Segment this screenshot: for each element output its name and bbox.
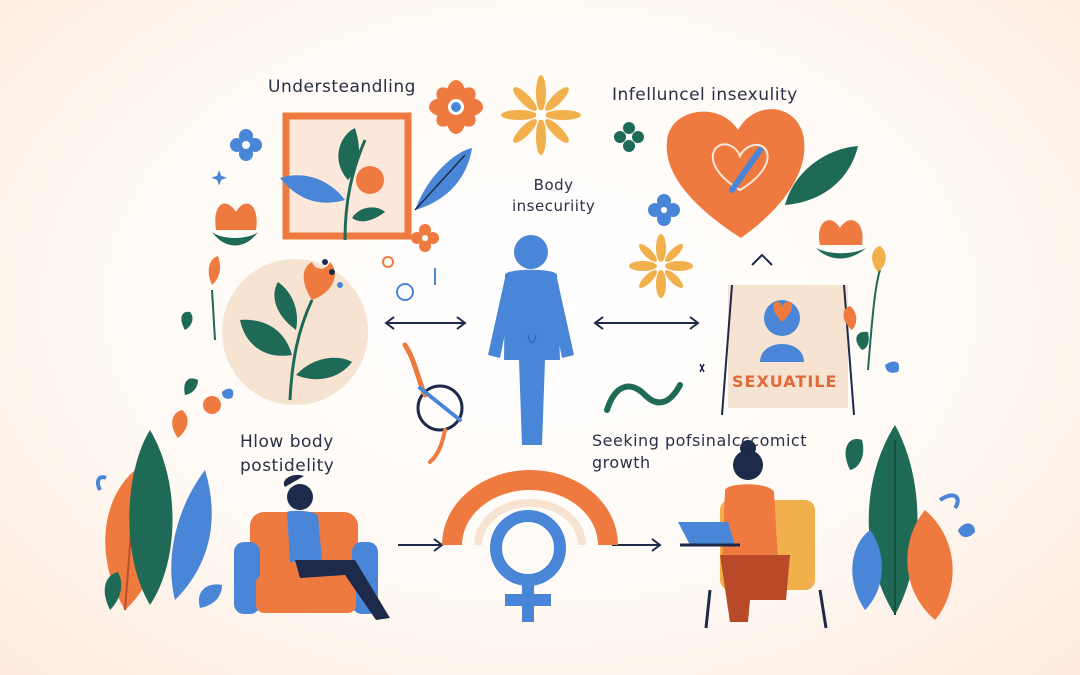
plant-circle [222,259,368,405]
heart-symbol [666,109,805,238]
bottom-arrow-left [398,538,444,552]
double-arrow-left [384,316,467,330]
female-symbol-icon [490,510,566,622]
bottom-right-plants [845,425,975,620]
label-how-body: Hlow body postidelity [240,430,334,478]
small-blue-flower-left [230,129,262,161]
sign-board [721,253,855,416]
abstract-doodle [402,342,464,464]
label-body-insecurity: Body insecuriity [512,175,595,217]
sparkle-icon [211,170,227,186]
bottom-left-plants [95,410,222,611]
label-seeking-line2: growth [592,453,651,472]
yellow-star-flower-top [501,75,581,155]
yellow-flower-right [629,234,693,298]
orange-flower-top [429,80,483,134]
right-margin-plant [843,246,900,373]
label-influence: Infelluncel insexulity [612,85,798,105]
human-figure [488,235,574,445]
green-leaf-right [785,146,858,205]
bottom-arrow-right [612,538,662,552]
framed-plant-picture [280,112,412,241]
label-body-line2: insecuriity [512,197,596,215]
person-with-laptop [678,440,790,622]
sparkle-icon-right [699,363,705,373]
label-body-line1: Body [533,176,574,194]
armchair-left [234,512,378,614]
person-sitting-left [283,474,390,620]
sign-label: SEXUATILE [732,372,838,391]
small-blue-flower-right [648,194,680,226]
rainbow-arc [442,470,618,546]
orange-tulip-left [212,203,258,246]
double-arrow-right [593,316,700,330]
small-green-flower [614,122,644,152]
label-seeking-line1: Seeking pofsinalcccomict [592,431,807,450]
label-seeking: Seeking pofsinalcccomict growth [592,430,807,474]
left-margin-leaves [181,256,234,414]
orange-tulip-right [816,220,866,259]
green-wave [604,382,683,413]
small-orange-flower-center [411,224,439,252]
label-understanding: Understeandling [268,77,416,97]
small-doodle-icons [382,256,436,301]
label-how-line1: Hlow body [240,432,334,452]
label-how-line2: postidelity [240,456,335,476]
